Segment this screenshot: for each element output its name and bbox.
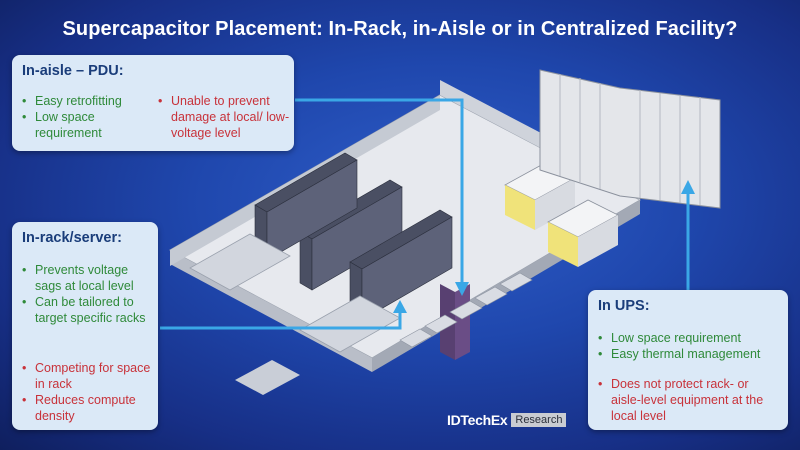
in-rack-cons-list: Competing for space in rack Reduces comp…	[22, 360, 152, 424]
in-aisle-title: In-aisle – PDU:	[22, 63, 124, 79]
in-rack-con-item: Reduces compute density	[22, 392, 152, 424]
in-aisle-cons-list: Unable to prevent damage at local/ low-v…	[158, 93, 290, 141]
in-rack-server-card: In-rack/server: Prevents voltage sags at…	[12, 222, 158, 430]
in-rack-con-item: Competing for space in rack	[22, 360, 152, 392]
page-title: Supercapacitor Placement: In-Rack, in-Ai…	[62, 18, 738, 40]
in-aisle-pdu-card: In-aisle – PDU: Easy retrofitting Low sp…	[12, 55, 294, 151]
in-ups-pro-item: Easy thermal management	[598, 346, 782, 362]
idtechex-logo: IDTechEx Research	[447, 412, 567, 428]
in-ups-pros-list: Low space requirement Easy thermal manag…	[598, 330, 782, 362]
in-ups-title: In UPS:	[598, 298, 650, 314]
in-ups-card: In UPS: Low space requirement Easy therm…	[588, 290, 788, 430]
in-aisle-con-item: Unable to prevent damage at local/ low-v…	[158, 93, 290, 141]
in-rack-pro-item: Prevents voltage sags at local level	[22, 262, 152, 294]
in-rack-title: In-rack/server:	[22, 230, 122, 246]
in-ups-pro-item: Low space requirement	[598, 330, 782, 346]
logo-research-tag: Research	[511, 413, 567, 427]
in-rack-pros-list: Prevents voltage sags at local level Can…	[22, 262, 152, 326]
in-ups-cons-list: Does not protect rack- or aisle-level eq…	[598, 376, 774, 424]
logo-wordmark: IDTechEx	[447, 412, 508, 428]
in-aisle-pro-item: Easy retrofitting	[22, 93, 152, 109]
in-ups-con-item: Does not protect rack- or aisle-level eq…	[598, 376, 774, 424]
in-aisle-pro-item: Low space requirement	[22, 109, 152, 141]
in-rack-pro-item: Can be tailored to target specific racks	[22, 294, 152, 326]
in-aisle-pros-list: Easy retrofitting Low space requirement	[22, 93, 152, 141]
